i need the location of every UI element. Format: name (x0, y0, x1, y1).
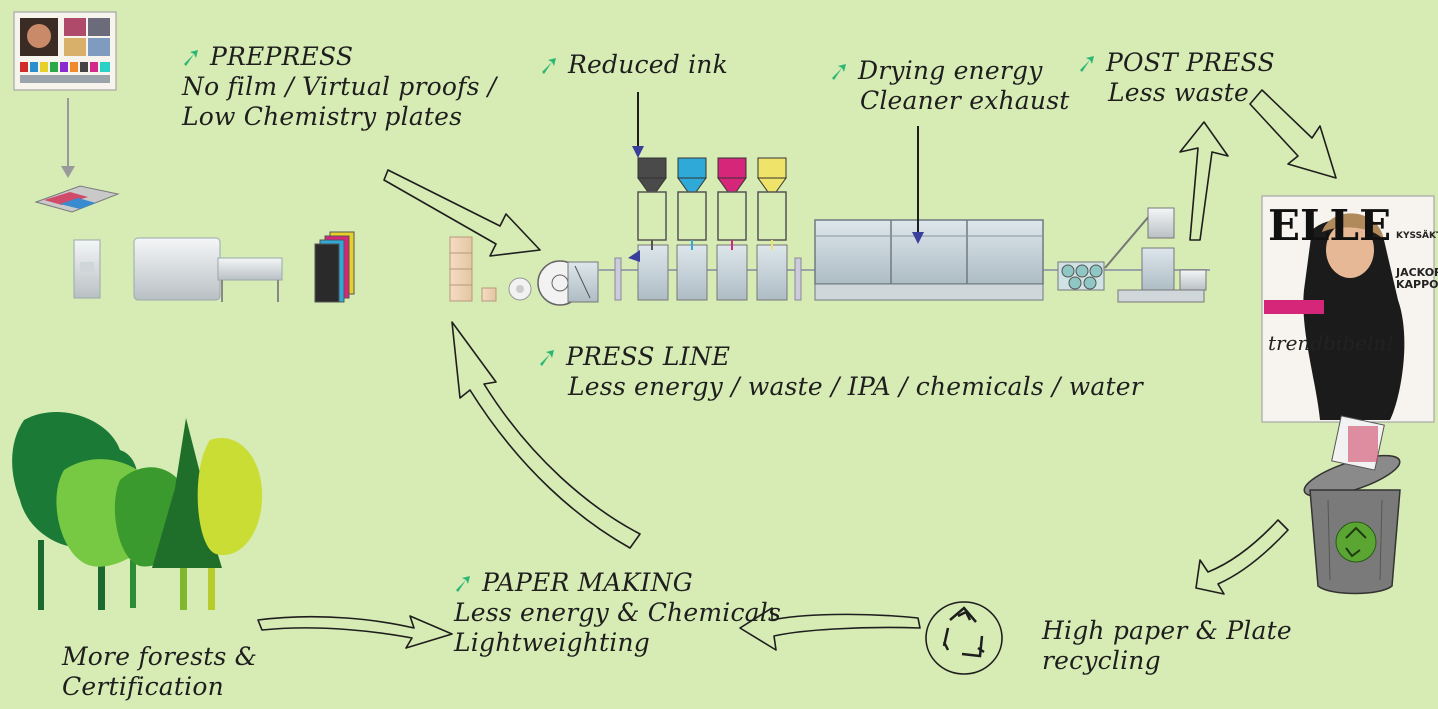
arrow-up-right-icon (830, 62, 848, 80)
paper-making-label: PAPER MAKING Less energy & Chemicals Lig… (454, 568, 781, 658)
forests-label: More forests & Certification (62, 642, 257, 702)
drying-line-2: Cleaner exhaust (860, 86, 1070, 116)
chill-rolls-image (1058, 262, 1104, 290)
recycling-bin-icon (1300, 416, 1404, 594)
reel-stand-image (538, 261, 598, 305)
svg-text:trendbibeln!: trendbibeln! (1268, 331, 1394, 355)
forests-line-1: More forests & (62, 642, 257, 672)
svg-text:ELLE: ELLE (1268, 201, 1391, 250)
reduced-ink-label: Reduced ink (540, 50, 728, 80)
printing-plates-image (315, 232, 354, 302)
arrow-up-right-icon (454, 574, 472, 592)
web-guide (795, 258, 801, 300)
press-line-label: PRESS LINE Less energy / waste / IPA / c… (538, 342, 1143, 402)
arrow-up-right-icon (538, 348, 556, 366)
reduced-ink-heading: Reduced ink (568, 50, 728, 79)
svg-text:KAPPOR: KAPPOR (1396, 278, 1438, 291)
platesetter-image (134, 238, 282, 302)
recycling-line-1: High paper & Plate (1042, 616, 1292, 646)
print-unit-yellow (757, 158, 787, 300)
drying-line-1: Drying energy (858, 56, 1043, 85)
proof-sheet-image (14, 12, 116, 90)
post-press-heading: POST PRESS (1106, 48, 1275, 77)
arrow-up-right-icon (1078, 54, 1096, 72)
paper-making-line-1: Less energy & Chemicals (454, 598, 781, 628)
forest-trees (12, 412, 262, 610)
post-press-label: POST PRESS Less waste (1078, 48, 1275, 108)
print-unit-cyan (677, 158, 707, 300)
forest-to-papermaking-arrow (258, 616, 452, 648)
prepress-heading: PREPRESS (210, 42, 353, 71)
drying-label: Drying energy Cleaner exhaust (830, 56, 1070, 116)
arrow-up-right-icon (540, 56, 558, 74)
prepress-line-2: Low Chemistry plates (182, 102, 496, 132)
bin-to-recycling-arrow (1196, 520, 1288, 594)
paper-making-heading: PAPER MAKING (482, 568, 693, 597)
print-unit-magenta (717, 158, 747, 300)
arrow-up-right-icon (182, 48, 200, 66)
post-press-line-1: Less waste (1108, 78, 1275, 108)
recycle-icon (926, 602, 1002, 674)
paper-making-line-2: Lightweighting (454, 628, 781, 658)
magazine-cover: ELLE trendbibeln! KYSSÄKTA JACKOR& KAPPO… (1262, 196, 1438, 422)
forests-line-2: Certification (62, 672, 257, 702)
prepress-label: PREPRESS No film / Virtual proofs / Low … (182, 42, 496, 132)
print-unit-black (638, 158, 668, 300)
press-line-heading: PRESS LINE (566, 342, 730, 371)
svg-text:KYSSÄKTA: KYSSÄKTA (1396, 230, 1438, 241)
proof-printer-image (36, 186, 118, 212)
prepress-line-1: No film / Virtual proofs / (182, 72, 496, 102)
recycling-label: High paper & Plate recycling (1042, 616, 1292, 676)
dryer-image (815, 220, 1043, 300)
press-line-line-1: Less energy / waste / IPA / chemicals / … (568, 372, 1143, 402)
recycling-line-2: recycling (1042, 646, 1292, 676)
down-arrow (61, 98, 75, 178)
web-guide (615, 258, 621, 300)
rip-server-image (74, 240, 100, 298)
post-press-up-arrow (1180, 122, 1228, 240)
